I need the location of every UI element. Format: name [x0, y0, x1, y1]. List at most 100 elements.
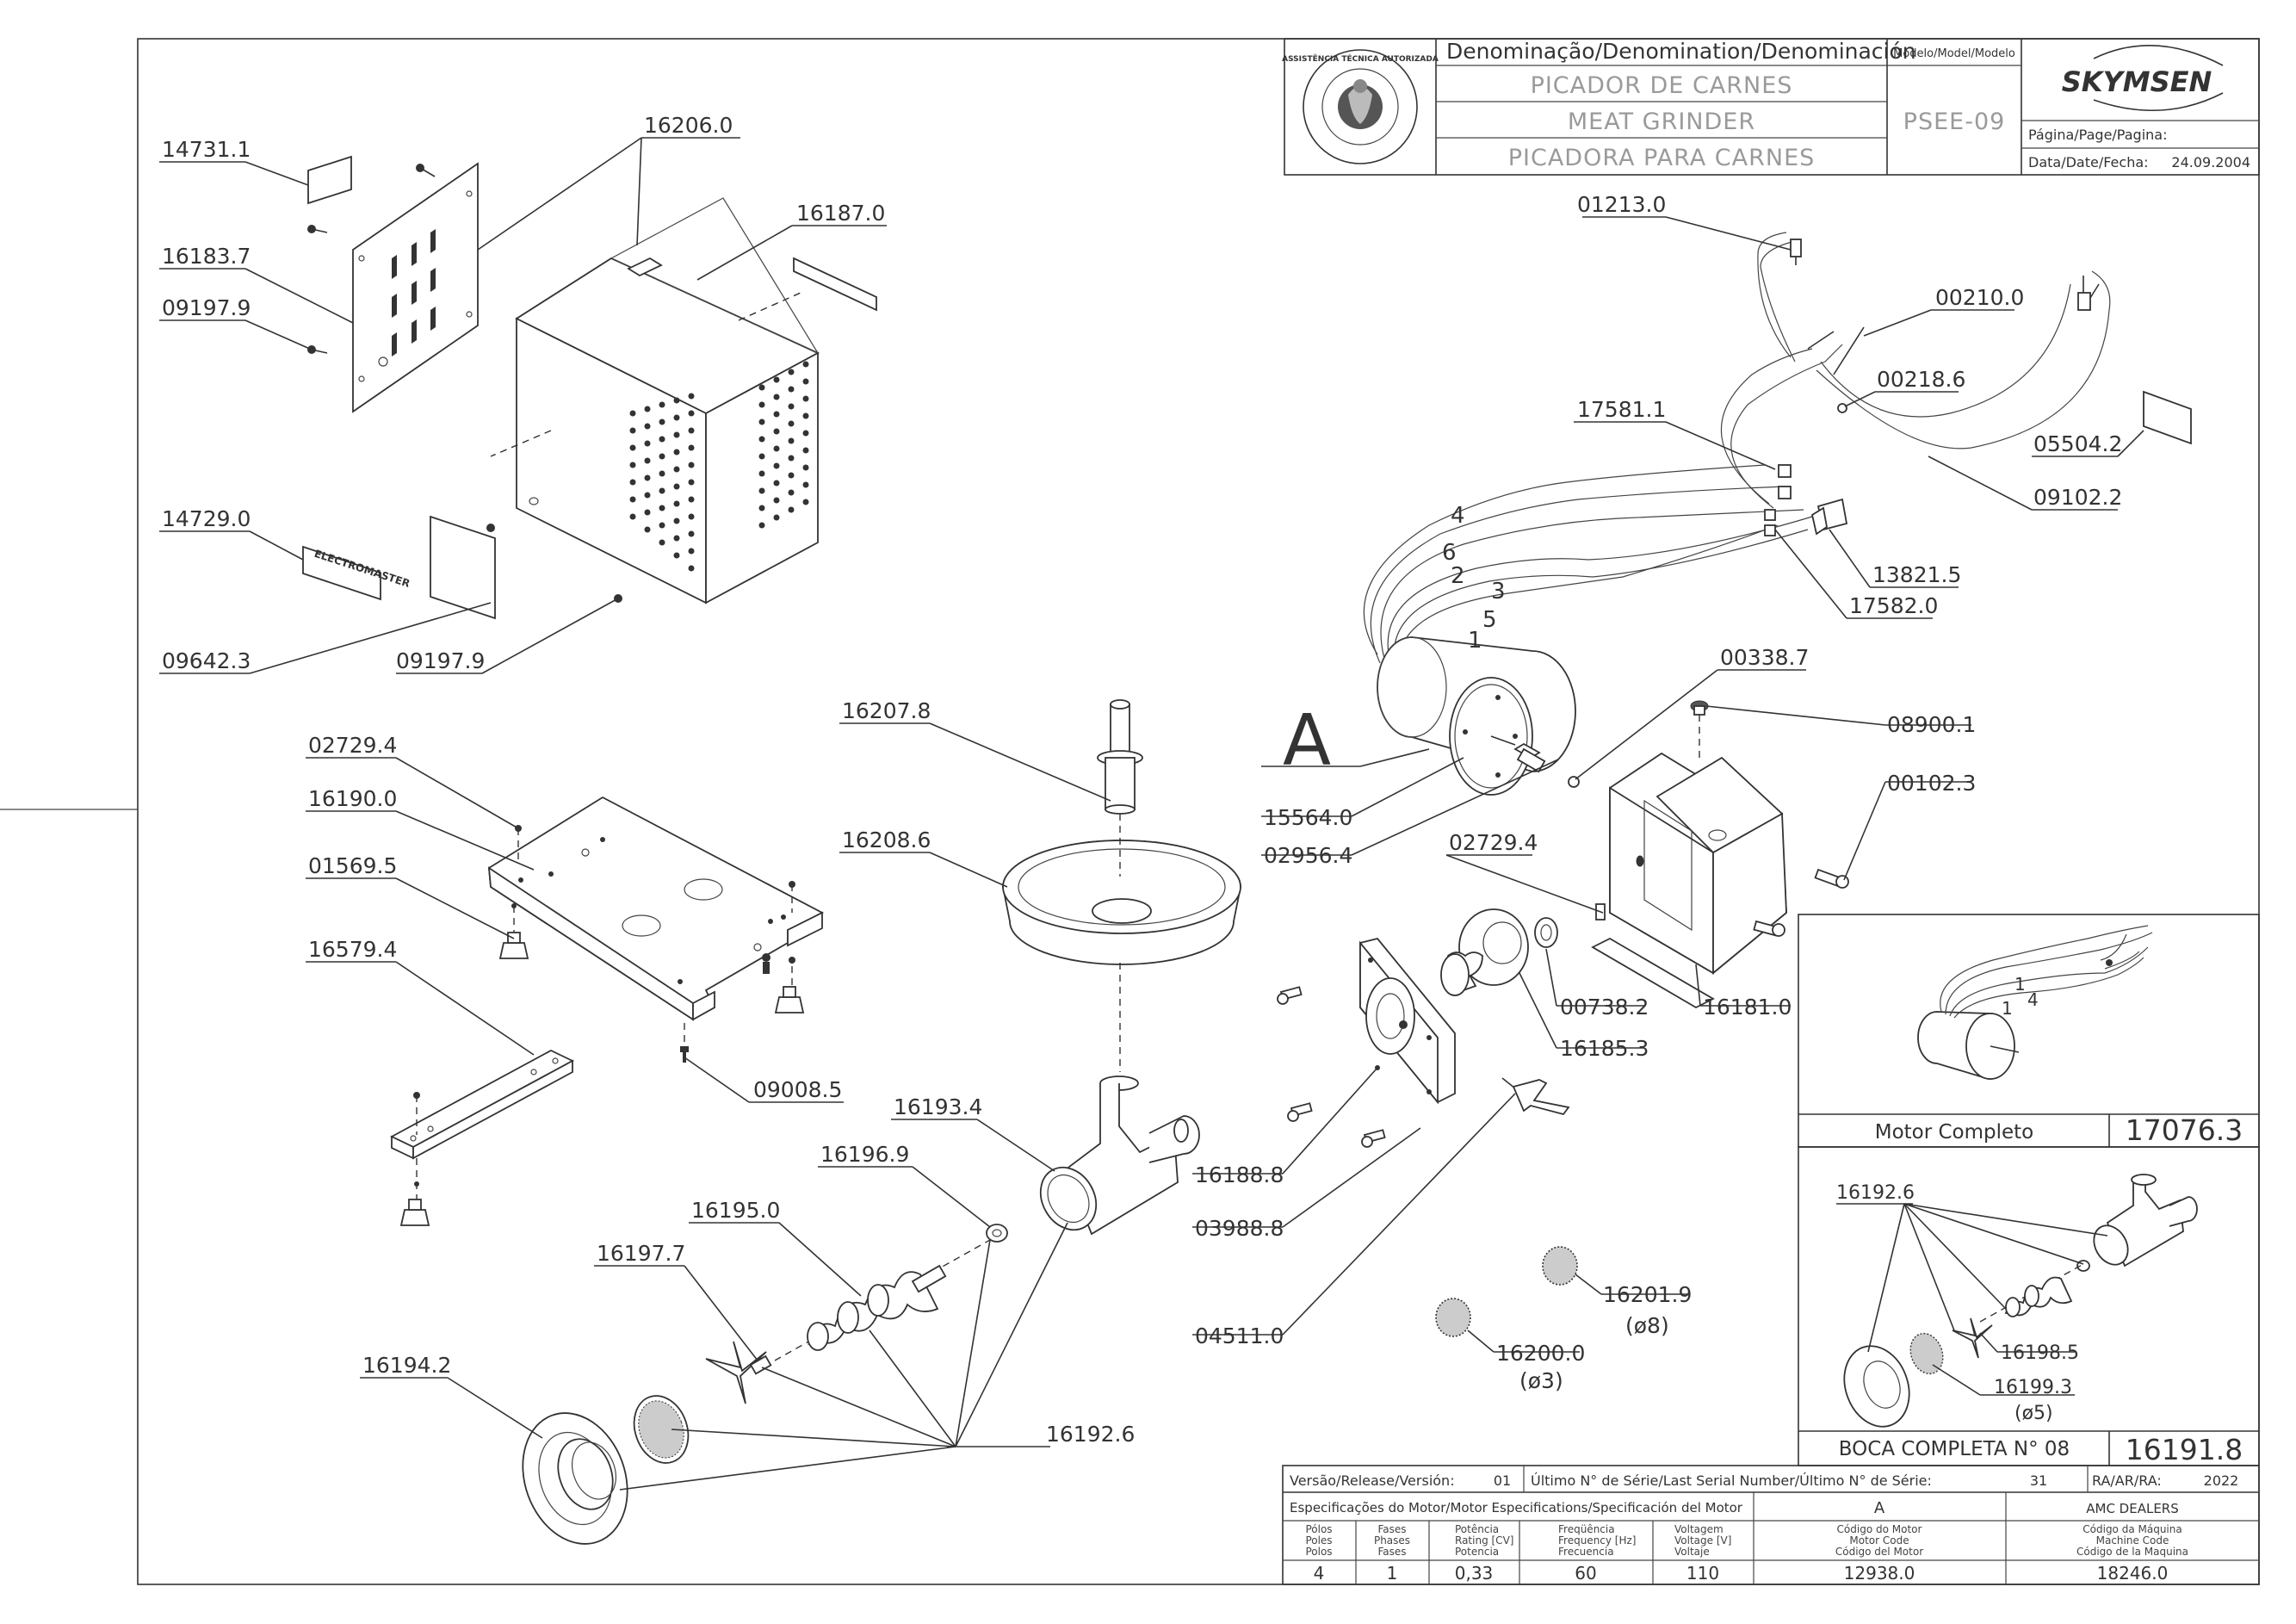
- part-number: 16197.7: [597, 1241, 685, 1266]
- spec-value-voltage: 110: [1686, 1563, 1719, 1584]
- part-number: 16201.9: [1603, 1282, 1692, 1307]
- part-number: 14729.0: [162, 506, 251, 531]
- authorized-service-seal: ASSISTÊNCIA TÉCNICA AUTORIZADA: [1282, 49, 1439, 164]
- machine-name-pt: PICADOR DE CARNES: [1531, 72, 1793, 99]
- part-number: 16206.0: [644, 113, 733, 138]
- part-diameter: (ø8): [1625, 1313, 1669, 1338]
- spec-header-line: Phases: [1374, 1534, 1410, 1547]
- ra-label: RA/AR/RA:: [2092, 1472, 2162, 1489]
- bearing-00738: [1534, 917, 1558, 948]
- spec-header-rating: Potência Rating [CV] Potencia: [1455, 1523, 1513, 1558]
- motor-spec-label: Especificações do Motor/Motor Especifica…: [1290, 1500, 1743, 1516]
- spec-header-line: Pólos: [1305, 1523, 1332, 1535]
- part-number: 01569.5: [308, 853, 397, 878]
- part-number: 16192.6: [1046, 1422, 1135, 1447]
- date-label: Data/Date/Fecha:: [2028, 154, 2149, 170]
- spec-header-line: Código del Motor: [1835, 1546, 1923, 1558]
- spec-header-motor-code: Código do Motor Motor Code Código del Mo…: [1835, 1523, 1923, 1558]
- inset-wire-number: 4: [2027, 989, 2039, 1010]
- spec-value-rating: 0,33: [1455, 1563, 1494, 1584]
- tray-16208: [1002, 840, 1241, 965]
- spec-header-phases: Fases Phases Fases: [1374, 1523, 1410, 1558]
- spec-header-voltage: Voltagem Voltage [V] Voltaje: [1674, 1523, 1731, 1558]
- inset-wire-number: 1: [2002, 998, 2013, 1019]
- part-number: 09102.2: [2033, 485, 2122, 510]
- cable-ties-00210: [1807, 326, 1865, 375]
- motor-complete-code: 17076.3: [2126, 1113, 2243, 1147]
- part-diameter: (ø3): [1519, 1368, 1563, 1393]
- spec-value-machine-code: 18246.0: [2097, 1563, 2169, 1584]
- part-number: 16195.0: [691, 1198, 780, 1223]
- inset-wire-number: 1: [2014, 974, 2026, 995]
- part-number: 02956.4: [1264, 843, 1352, 868]
- spec-header-line: Potência: [1455, 1523, 1499, 1535]
- spec-header-line: Motor Code: [1849, 1534, 1909, 1547]
- grinder-head-title: BOCA COMPLETA N° 08: [1839, 1438, 2070, 1460]
- locking-ring-16194: [522, 1412, 628, 1545]
- part-number: 03988.8: [1195, 1216, 1284, 1241]
- plug-09102: [2077, 276, 2100, 311]
- part-number: 17582.0: [1849, 593, 1938, 618]
- part-number: 04511.0: [1195, 1323, 1284, 1348]
- side-panel-16183: [352, 162, 479, 413]
- grinder-head-code: 16191.8: [2126, 1433, 2243, 1466]
- pusher-16207: [1097, 699, 1143, 815]
- wing-nut-04511: [1501, 1077, 1570, 1116]
- spec-header-line: Código da Máquina: [2082, 1523, 2182, 1535]
- part-number: 16192.6: [1836, 1182, 1915, 1204]
- part-number: 13821.5: [1872, 562, 1961, 587]
- part-number: 16194.2: [362, 1353, 451, 1378]
- spec-value-frequency: 60: [1575, 1563, 1596, 1584]
- part-numbers: 14731.1 16183.7 09197.9 16206.0 16187.0 …: [162, 113, 2122, 1447]
- part-number: 08900.1: [1887, 712, 1976, 737]
- part-number: 16190.0: [308, 786, 397, 811]
- motor-reference-A: A: [1261, 700, 1430, 782]
- gearbox-16181: [1591, 752, 1787, 1009]
- spec-header-frequency: Freqüência Frequency [Hz] Frecuencia: [1558, 1523, 1637, 1558]
- part-number: 14731.1: [162, 137, 251, 162]
- model-code: PSEE-09: [1903, 108, 2006, 135]
- part-number: 16208.6: [842, 827, 931, 852]
- seal-text: ASSISTÊNCIA TÉCNICA AUTORIZADA: [1282, 53, 1439, 64]
- part-number: 09197.9: [162, 295, 251, 320]
- spec-header-line: Voltage [V]: [1674, 1534, 1731, 1547]
- label-14731: [307, 155, 352, 205]
- thermostat-01213: [1790, 239, 1802, 265]
- drawing-frame: [137, 38, 2260, 1585]
- screws-16188: [1277, 986, 1386, 1148]
- wire-numbers: 4 6 2 3 5 1: [1442, 503, 1506, 654]
- grinder-body-16193: [1039, 1075, 1200, 1236]
- flange-16188: [1359, 937, 1456, 1105]
- screws-09197a: [307, 164, 436, 354]
- sieve-16201: [1542, 1246, 1578, 1286]
- spec-header-line: Código do Motor: [1837, 1523, 1922, 1535]
- feet-01569: [399, 932, 805, 1226]
- spec-header-poles: Pólos Poles Polos: [1305, 1523, 1332, 1558]
- footer-spec-table: Versão/Release/Versión: 01 Último N° de …: [1282, 1465, 2260, 1585]
- ra-value: 2022: [2204, 1472, 2239, 1489]
- motor-complete-title: Motor Completo: [1875, 1121, 2034, 1144]
- part-diameter: (ø5): [2014, 1403, 2053, 1424]
- spec-header-line: Freqüência: [1558, 1523, 1615, 1535]
- part-number: 16187.0: [796, 201, 885, 226]
- part-number: 16579.4: [308, 937, 397, 962]
- motor-ref-letter: A: [1283, 700, 1331, 782]
- machine-name-es: PICADORA PARA CARNES: [1508, 145, 1816, 171]
- model-header: Modelo/Model/Modelo: [1893, 47, 2015, 60]
- part-number: 16200.0: [1496, 1341, 1585, 1366]
- part-number: 16181.0: [1703, 995, 1792, 1020]
- spec-header-line: Poles: [1305, 1534, 1332, 1547]
- part-number: 00338.7: [1720, 645, 1809, 670]
- spec-value-phases: 1: [1387, 1563, 1398, 1584]
- spec-header-line: Fases: [1377, 1523, 1406, 1535]
- sieve-16200: [1435, 1298, 1471, 1337]
- part-number: 09197.9: [396, 648, 485, 673]
- spec-header-line: Fases: [1377, 1546, 1406, 1558]
- plate-09642: [430, 515, 496, 620]
- motor-spec-ref: A: [1874, 1499, 1885, 1517]
- spec-header-line: Frequency [Hz]: [1558, 1534, 1637, 1547]
- wire-number: 3: [1491, 579, 1506, 604]
- inset-motor-complete: 1 4 1 Motor Completo 17076.3: [1798, 914, 2260, 1148]
- version-label: Versão/Release/Versión:: [1290, 1472, 1455, 1489]
